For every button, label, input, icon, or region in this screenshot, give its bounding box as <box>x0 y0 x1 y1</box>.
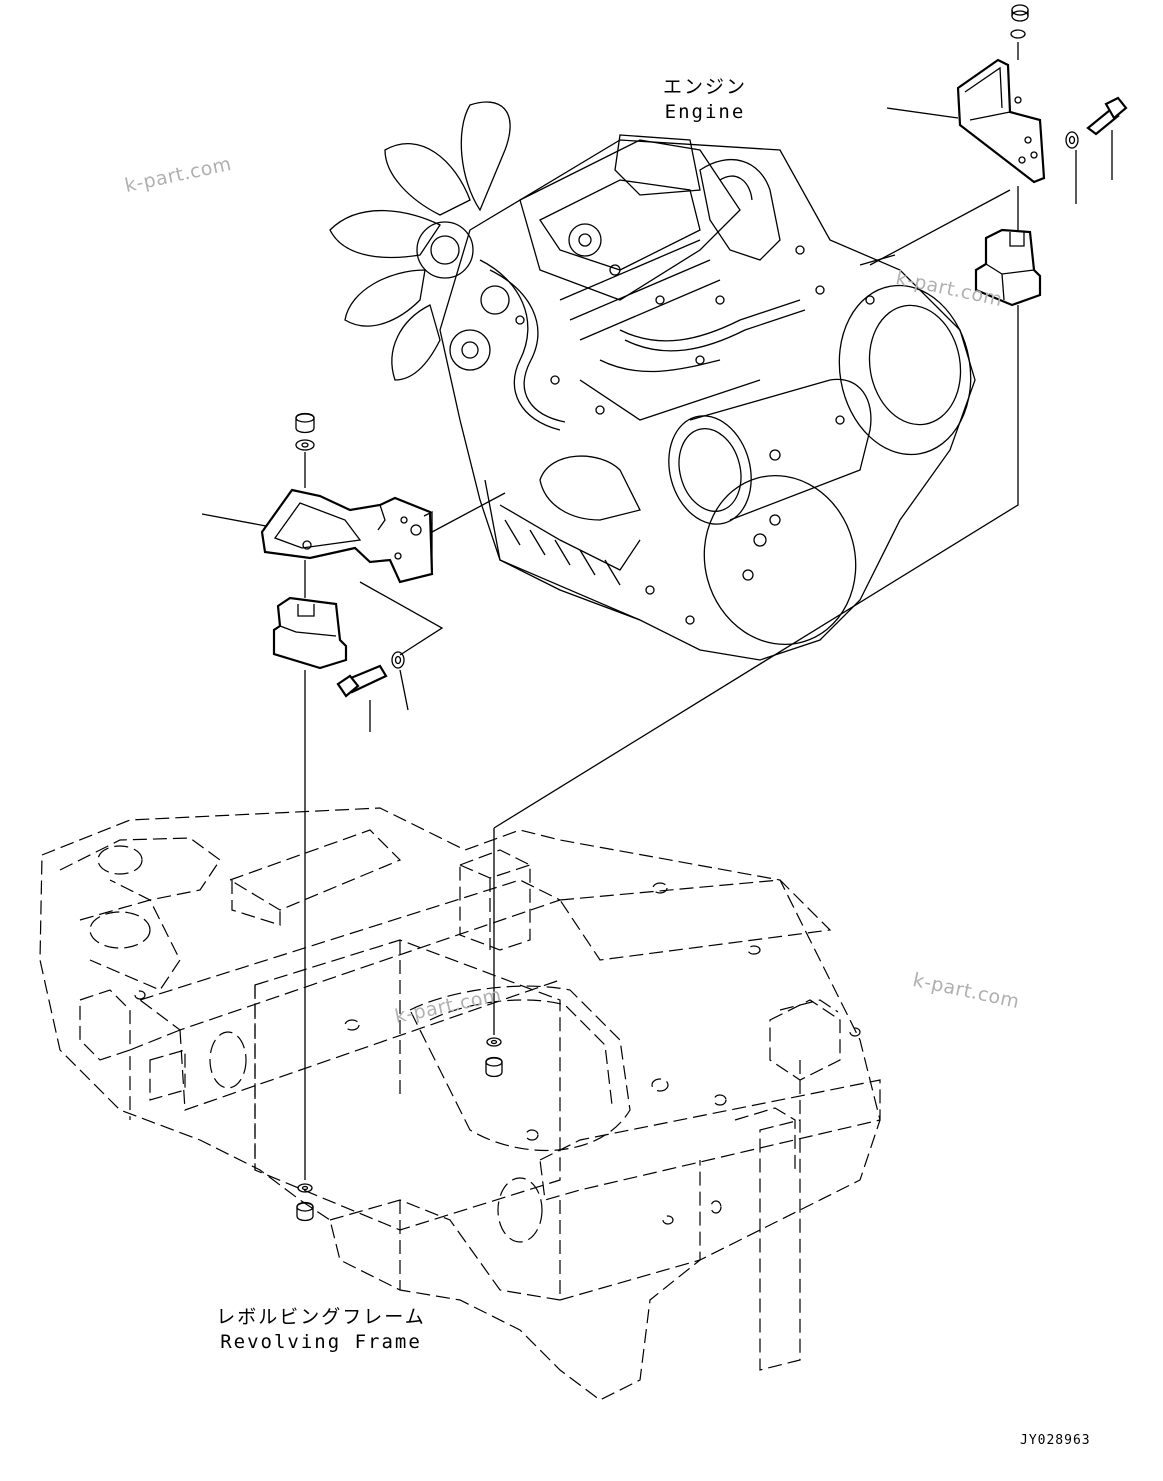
right-engine-bracket <box>869 4 1128 307</box>
engine-label-en: Engine <box>664 101 746 123</box>
frame-label-en: Revolving Frame <box>220 1331 422 1353</box>
frame-label-jp: レボルビングフレーム <box>216 1306 426 1328</box>
drawing-code: JY028963 <box>1020 1433 1091 1448</box>
mount-alignment-line <box>493 305 1019 829</box>
left-engine-bracket <box>201 412 506 1180</box>
engine-drawing <box>329 101 976 661</box>
engine-block <box>439 134 976 661</box>
frame-fasteners <box>296 828 503 1222</box>
engine-fan <box>329 101 511 381</box>
revolving-frame-drawing <box>39 807 881 1401</box>
engine-label-jp: エンジン <box>662 76 747 98</box>
